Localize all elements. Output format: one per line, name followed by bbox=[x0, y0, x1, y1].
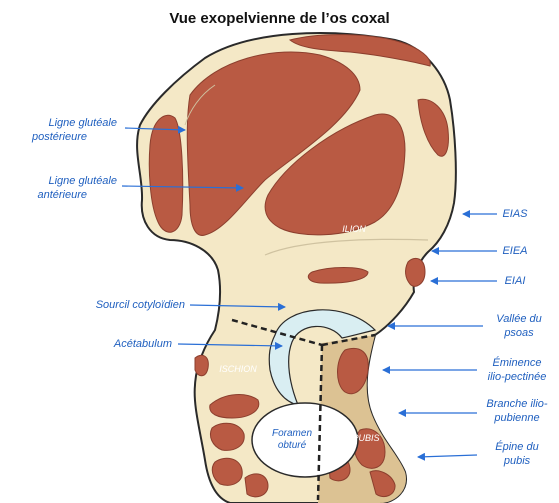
label-ligne-glut-ant-line1: Ligne glutéale bbox=[5, 174, 117, 188]
foramen-line-1: Foramen bbox=[262, 428, 322, 440]
muscle-ischial-5 bbox=[245, 474, 268, 497]
label-acetabulum: Acétabulum bbox=[60, 337, 172, 351]
label-eiea: EIEA bbox=[494, 244, 536, 258]
label-ligne-glut-post: Ligne glutéale postérieure bbox=[5, 116, 117, 144]
label-ligne-glut-ant: Ligne glutéale antérieure bbox=[5, 174, 117, 202]
label-eminence: Éminence ilio-pectinée bbox=[476, 356, 558, 384]
label-branche-line2: pubienne bbox=[476, 411, 558, 425]
label-ligne-glut-ant-line2: antérieure bbox=[5, 188, 117, 202]
label-eminence-line1: Éminence bbox=[476, 356, 558, 370]
label-eias: EIAS bbox=[494, 207, 536, 221]
foramen-line-2: obturé bbox=[262, 440, 322, 452]
label-branche: Branche ilio- pubienne bbox=[476, 397, 558, 425]
label-vallee: Vallée du psoas bbox=[480, 312, 558, 340]
muscle-ischial-3 bbox=[210, 423, 244, 450]
muscle-ischial-4 bbox=[212, 458, 242, 485]
label-epine-line2: pubis bbox=[476, 454, 558, 468]
label-epine-line1: Épine du bbox=[476, 440, 558, 454]
muscle-aiis bbox=[406, 258, 425, 286]
arrow-epine bbox=[418, 455, 477, 457]
label-vallee-line2: psoas bbox=[480, 326, 558, 340]
muscle-ischial-1 bbox=[195, 355, 208, 376]
label-ligne-glut-post-line2: postérieure bbox=[5, 130, 117, 144]
label-sourcil: Sourcil cotyloïdien bbox=[20, 298, 185, 312]
region-label-ischion: ISCHION bbox=[211, 364, 265, 375]
region-label-ilion: ILION bbox=[332, 224, 376, 235]
label-eminence-line2: ilio-pectinée bbox=[476, 370, 558, 384]
label-epine: Épine du pubis bbox=[476, 440, 558, 468]
label-vallee-line1: Vallée du bbox=[480, 312, 558, 326]
label-eiai: EIAI bbox=[494, 274, 536, 288]
label-ligne-glut-post-line1: Ligne glutéale bbox=[5, 116, 117, 130]
region-label-foramen: Foramen obturé bbox=[262, 428, 322, 452]
label-branche-line1: Branche ilio- bbox=[476, 397, 558, 411]
region-label-pubis: PUBIS bbox=[344, 433, 388, 444]
